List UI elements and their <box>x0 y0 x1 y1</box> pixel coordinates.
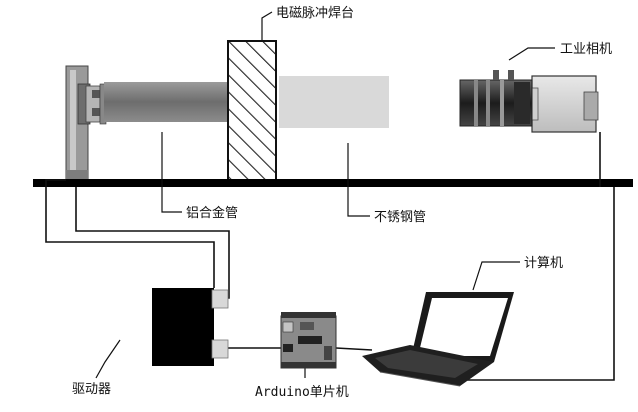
label-industrial-camera: 工业相机 <box>560 42 612 57</box>
main-rail <box>33 179 633 187</box>
driver-box-icon <box>152 288 229 366</box>
laptop-icon <box>362 292 514 387</box>
aluminum-tube <box>104 82 230 122</box>
label-welding-stage: 电磁脉冲焊台 <box>276 5 354 21</box>
label-stainless-tube: 不锈钢管 <box>374 210 426 225</box>
welding-stage <box>227 40 277 181</box>
label-computer: 计算机 <box>524 256 563 271</box>
label-arduino: Arduino单片机 <box>255 385 349 400</box>
label-driver: 驱动器 <box>72 382 111 397</box>
leader-lines <box>95 11 555 379</box>
label-aluminum-tube: 铝合金管 <box>186 205 238 221</box>
stainless-steel-tube <box>279 76 389 128</box>
linear-actuator-icon <box>65 65 107 183</box>
microcontroller-board-icon <box>280 312 337 369</box>
camera-icon <box>459 70 599 133</box>
